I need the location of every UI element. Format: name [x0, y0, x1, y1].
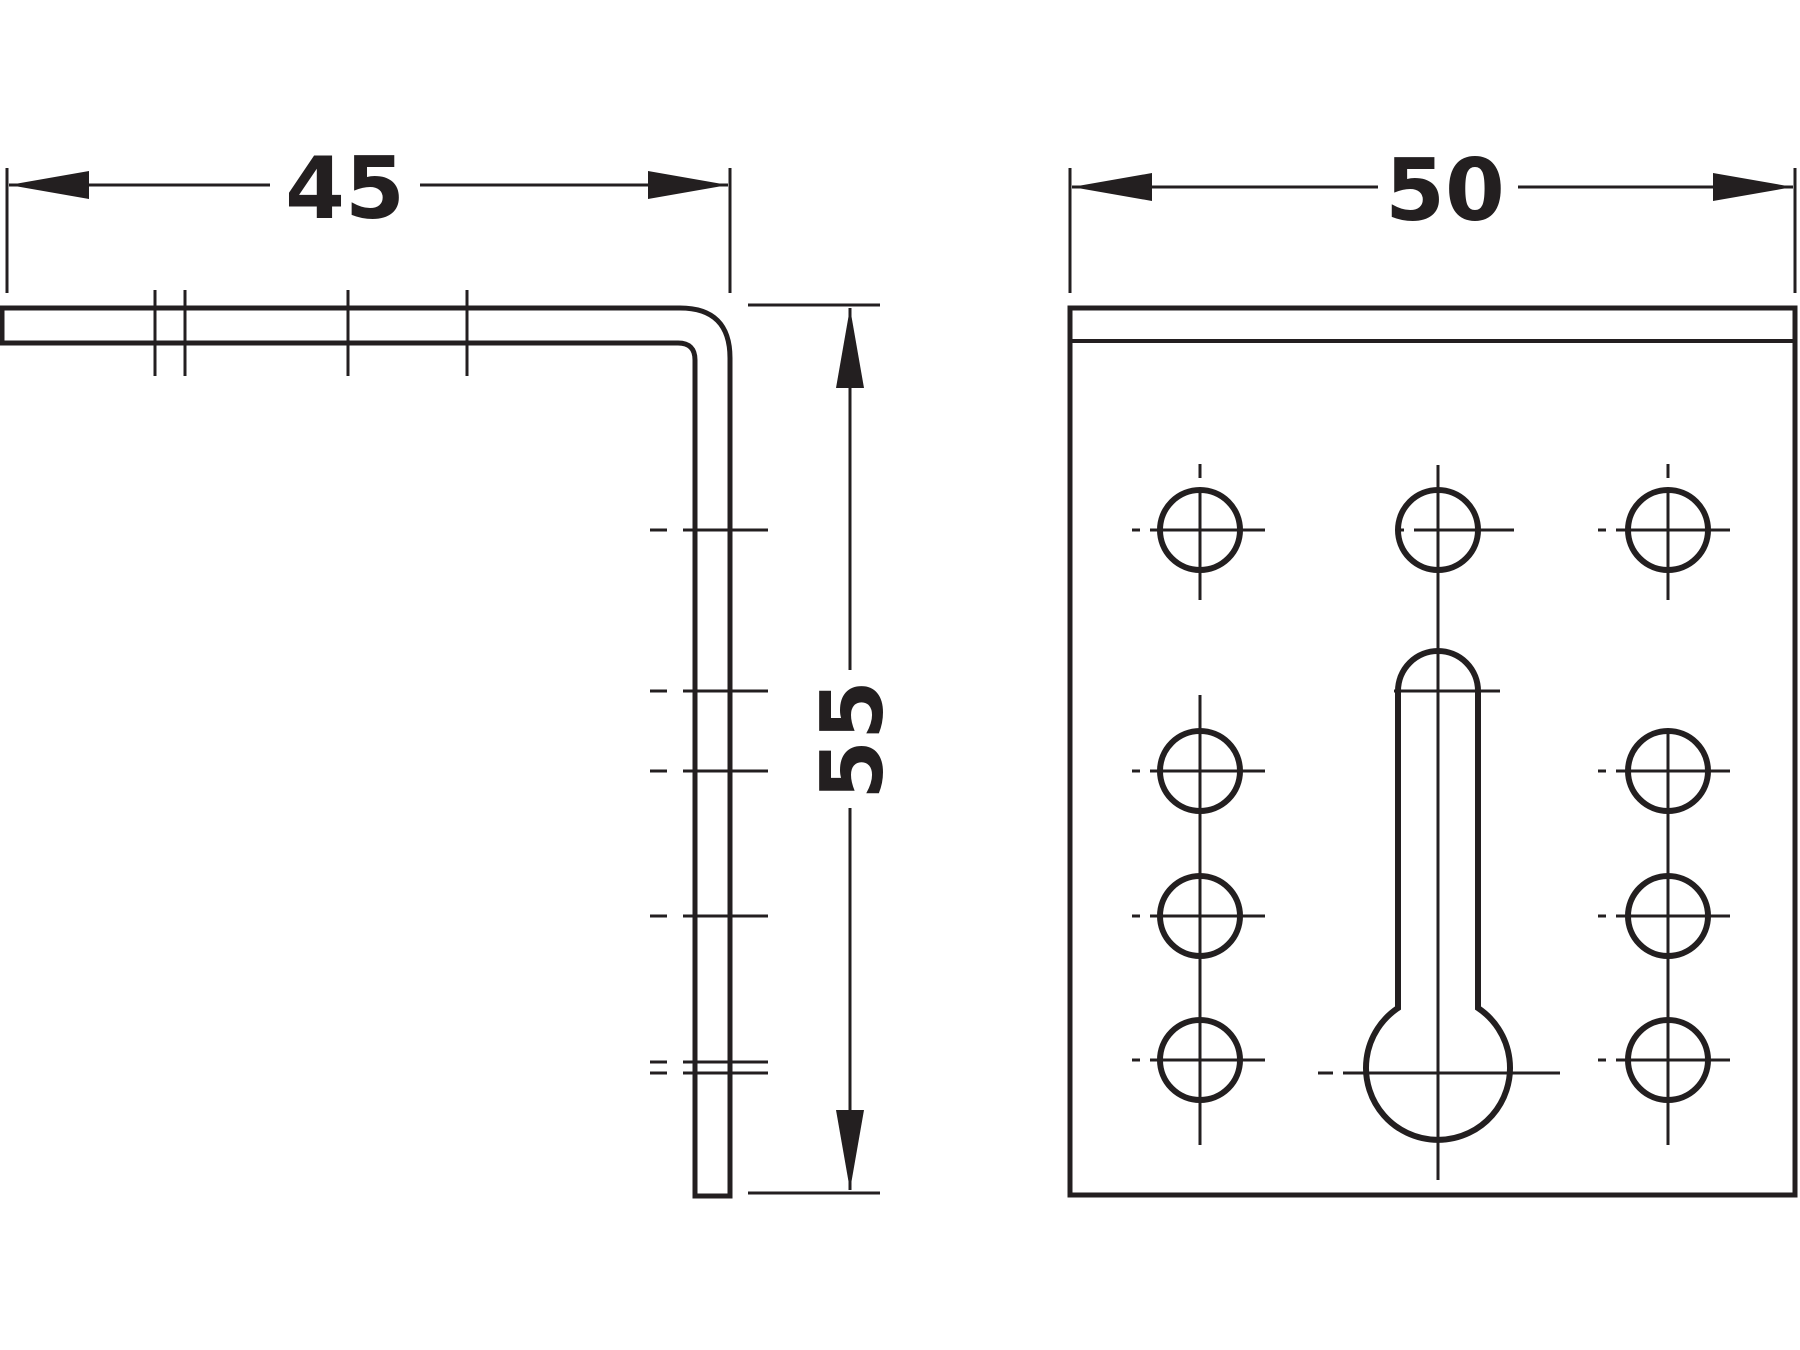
bracket-profile — [0, 305, 733, 1199]
mounting-holes — [1157, 487, 1711, 1103]
horizontal-leg-hole-marks — [153, 290, 469, 376]
vertical-leg-hole-marks — [650, 528, 768, 1075]
hole — [1625, 1017, 1711, 1103]
hole — [1625, 873, 1711, 959]
hole — [1157, 728, 1243, 814]
side-view — [0, 168, 880, 1199]
hole — [1395, 487, 1481, 573]
hole — [1157, 873, 1243, 959]
hole — [1625, 487, 1711, 573]
hole — [1157, 1017, 1243, 1103]
front-view — [1067, 168, 1798, 1198]
hole — [1157, 487, 1243, 573]
keyhole-slot — [1363, 648, 1513, 1143]
dimension-width-front-label: 50 — [1385, 141, 1505, 241]
plate-outline — [1067, 305, 1798, 1198]
dimension-height-label: 55 — [803, 680, 903, 800]
dimension-width-side-label: 45 — [285, 139, 405, 239]
hole — [1625, 728, 1711, 814]
